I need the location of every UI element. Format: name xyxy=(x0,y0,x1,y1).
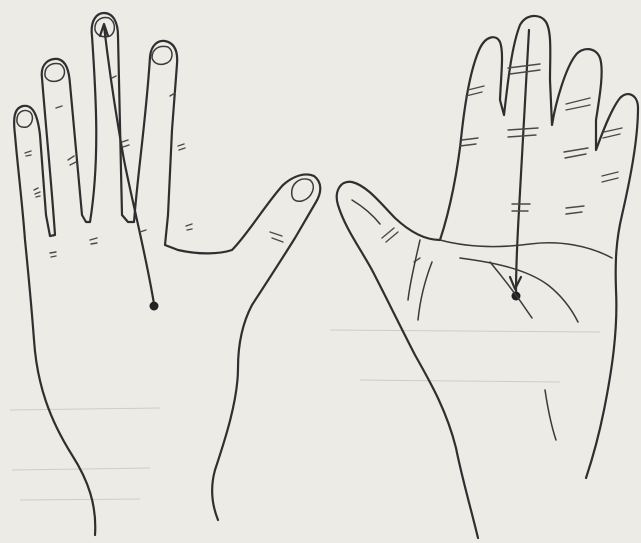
acupoint-dot-back xyxy=(150,302,159,311)
